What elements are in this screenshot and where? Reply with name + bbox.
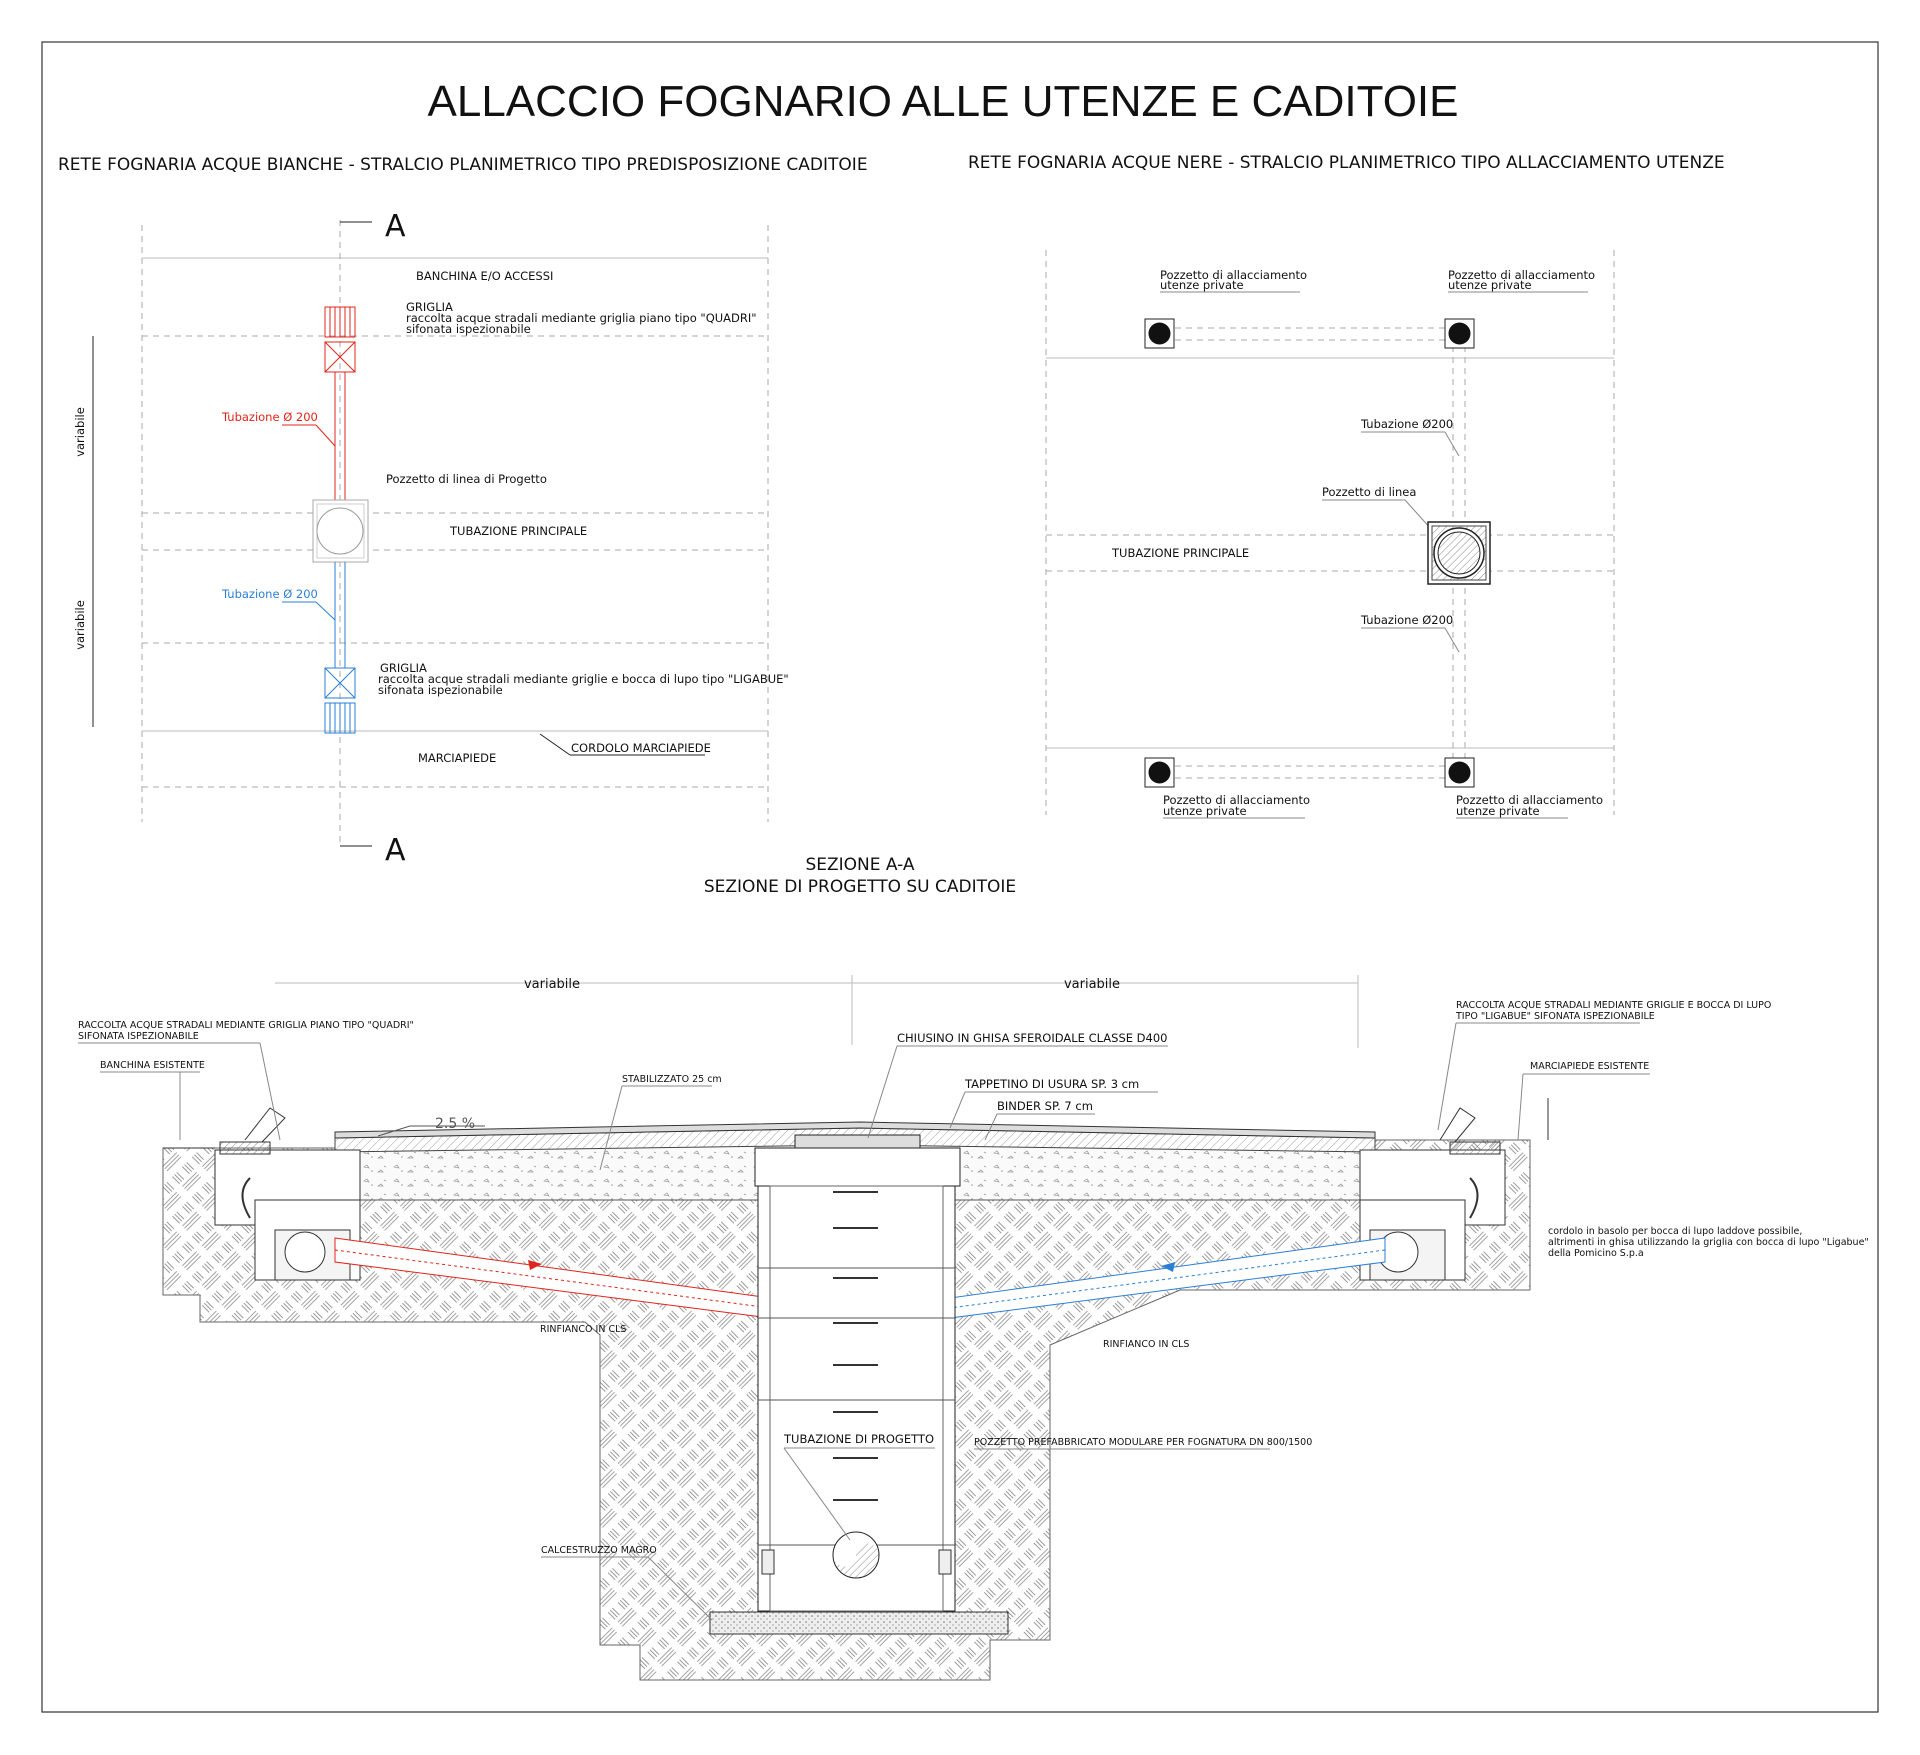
pozz-bl-line2: utenze private xyxy=(1163,804,1247,818)
section-dim-right: variabile xyxy=(1064,977,1120,992)
blue-pipe-label: Tubazione Ø 200 xyxy=(221,587,318,601)
pozzetto-allacciamento-br xyxy=(1444,757,1475,788)
pozz-tl-line1: Pozzetto di allacciamento xyxy=(1160,268,1307,282)
caditoia-left xyxy=(214,1107,361,1281)
stabilizzato-label: STABILIZZATO 25 cm xyxy=(622,1074,722,1085)
right-plan-heading: RETE FOGNARIA ACQUE NERE - STRALCIO PLAN… xyxy=(968,153,1725,173)
chiusino-label: CHIUSINO IN GHISA SFEROIDALE CLASSE D400 xyxy=(897,1031,1167,1045)
section-marker-top: A xyxy=(385,209,406,244)
pozzetto-plan-left xyxy=(312,499,369,563)
griglia-top-title: GRIGLIA xyxy=(406,300,453,314)
pozzetto-allacciamento-tl xyxy=(1144,318,1175,349)
sheet-border xyxy=(41,41,1879,1713)
right-plan: RETE FOGNARIA ACQUE NERE - STRALCIO PLAN… xyxy=(968,153,1725,819)
griglia-bottom-line1: raccolta acque stradali mediante griglie… xyxy=(378,672,789,686)
pozz-tr-line1: Pozzetto di allacciamento xyxy=(1448,268,1595,282)
pozz-br-line2: utenze private xyxy=(1456,804,1540,818)
section-heading-2: SEZIONE DI PROGETTO SU CADITOIE xyxy=(704,877,1016,897)
pozz-tl-line2: utenze private xyxy=(1160,278,1244,292)
tubazione-principale-left: TUBAZIONE PRINCIPALE xyxy=(449,524,587,538)
rinfianco-left-label: RINFIANCO IN CLS xyxy=(540,1324,626,1335)
pipe-top-label: Tubazione Ø200 xyxy=(1360,417,1453,431)
pozzetto-linea-plan xyxy=(1427,521,1491,585)
pozzetto-label: Pozzetto di linea di Progetto xyxy=(386,472,547,486)
section-marker-bottom: A xyxy=(385,833,406,868)
section-a-a: SEZIONE A-A SEZIONE DI PROGETTO SU CADIT… xyxy=(78,855,1869,1681)
page-title: ALLACCIO FOGNARIO ALLE UTENZE E CADITOIE xyxy=(428,77,1459,126)
pozzetto-linea-label: Pozzetto di linea xyxy=(1322,485,1416,499)
slope-label: 2.5 % xyxy=(435,1116,475,1132)
tubazione-progetto-label: TUBAZIONE DI PROGETTO xyxy=(783,1432,934,1446)
cordolo-label: CORDOLO MARCIAPIEDE xyxy=(571,741,711,755)
banchina-label: BANCHINA E/O ACCESSI xyxy=(416,269,553,283)
pozz-br-line1: Pozzetto di allacciamento xyxy=(1456,793,1603,807)
cordolo-line2: altrimenti in ghisa utilizzando la grigl… xyxy=(1548,1237,1869,1248)
dim-variabile-top: variabile xyxy=(73,407,87,457)
griglia-bottom-title: GRIGLIA xyxy=(380,661,427,675)
dim-variabile-bottom: variabile xyxy=(73,600,87,650)
raccolta-left-line2: SIFONATA ISPEZIONABILE xyxy=(78,1031,199,1042)
section-dim-left: variabile xyxy=(524,977,580,992)
red-grill xyxy=(324,306,356,373)
binder-label: BINDER SP. 7 cm xyxy=(997,1099,1093,1113)
caditoia-right xyxy=(1359,1107,1506,1281)
griglia-bottom-line2: sifonata ispezionabile xyxy=(378,683,503,697)
left-plan-heading: RETE FOGNARIA ACQUE BIANCHE - STRALCIO P… xyxy=(58,155,868,175)
rinfianco-right-label: RINFIANCO IN CLS xyxy=(1103,1339,1189,1350)
red-pipe-label: Tubazione Ø 200 xyxy=(221,410,318,424)
pozzetto-prefab-label: POZZETTO PREFABBRICATO MODULARE PER FOGN… xyxy=(974,1437,1312,1448)
marciapiede-label: MARCIAPIEDE xyxy=(418,751,496,765)
marciapiede-esistente-label: MARCIAPIEDE ESISTENTE xyxy=(1530,1061,1649,1072)
tubazione-principale-right: TUBAZIONE PRINCIPALE xyxy=(1111,546,1249,560)
cordolo-line3: della Pomicino S.p.a xyxy=(1548,1248,1644,1259)
raccolta-right-line1: RACCOLTA ACQUE STRADALI MEDIANTE GRIGLIE… xyxy=(1456,1000,1771,1011)
cordolo-line1: cordolo in basolo per bocca di lupo ladd… xyxy=(1548,1226,1802,1237)
pozzetto-allacciamento-bl xyxy=(1144,757,1175,788)
pozz-bl-line1: Pozzetto di allacciamento xyxy=(1163,793,1310,807)
griglia-top-line2: sifonata ispezionabile xyxy=(406,322,531,336)
pozz-tr-line2: utenze private xyxy=(1448,278,1532,292)
tappetino-label: TAPPETINO DI USURA SP. 3 cm xyxy=(964,1077,1139,1091)
section-heading-1: SEZIONE A-A xyxy=(805,855,914,875)
calcestruzzo-label: CALCESTRUZZO MAGRO xyxy=(541,1545,657,1556)
pozzetto-allacciamento-tr xyxy=(1444,318,1475,349)
pipe-bottom-label: Tubazione Ø200 xyxy=(1360,613,1453,627)
banchina-esistente-label: BANCHINA ESISTENTE xyxy=(100,1060,205,1071)
raccolta-right-line2: TIPO "LIGABUE" SIFONATA ISPEZIONABILE xyxy=(1455,1011,1655,1022)
left-plan: RETE FOGNARIA ACQUE BIANCHE - STRALCIO P… xyxy=(58,155,868,868)
tappetino-layer xyxy=(334,1121,1376,1139)
pozzetto-prefabbricato xyxy=(709,1134,1009,1635)
griglia-top-line1: raccolta acque stradali mediante griglia… xyxy=(406,311,757,325)
raccolta-left-line1: RACCOLTA ACQUE STRADALI MEDIANTE GRIGLIA… xyxy=(78,1020,414,1031)
blue-grill xyxy=(324,667,356,734)
